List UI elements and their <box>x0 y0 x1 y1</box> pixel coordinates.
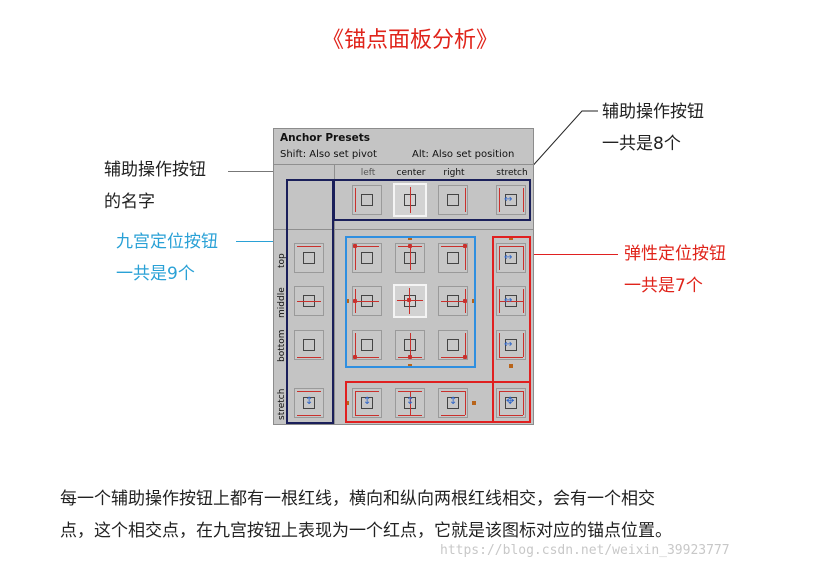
anchor-dot <box>463 244 467 248</box>
anchor-dot <box>353 355 357 359</box>
leader-stretch-buttons <box>530 254 618 255</box>
col-label-left: left <box>360 168 376 178</box>
stretch-buttons-line1: 弹性定位按钮 <box>624 244 726 264</box>
stretch-buttons-line2: 一共是7个 <box>624 276 703 296</box>
stretch-button-full[interactable]: ✥ <box>496 388 526 418</box>
grid-buttons-frame <box>345 236 476 368</box>
stretch-button-top[interactable]: ↔ <box>496 243 526 273</box>
grid-buttons-note: 九宫定位按钮 一共是9个 <box>116 226 218 290</box>
stretch-button-bottom[interactable]: ↔ <box>496 330 526 360</box>
aux-row-divider <box>274 229 533 230</box>
horizontal-arrow-icon: ↔ <box>504 252 513 263</box>
aux-button-bottom[interactable] <box>294 330 324 360</box>
aux-column-frame <box>286 179 334 424</box>
aux-column-divider <box>334 165 335 424</box>
aux-button-top[interactable] <box>294 243 324 273</box>
grid-button-middle-left[interactable] <box>352 286 382 316</box>
grid-button-bottom-center[interactable] <box>395 330 425 360</box>
horizontal-arrow-icon: ↔ <box>504 339 513 350</box>
anchor-dot <box>463 299 467 303</box>
anchor-dot <box>407 298 411 302</box>
aux-buttons-note: 辅助操作按钮 一共是8个 <box>602 96 704 160</box>
stretch-button-left[interactable]: ↕ <box>352 388 382 418</box>
horizontal-arrow-icon: ↔ <box>504 295 513 306</box>
aux-names-line2: 的名字 <box>104 192 155 212</box>
grid-button-top-center[interactable] <box>395 243 425 273</box>
horizontal-arrow-icon: ↔ <box>504 194 513 205</box>
rect-icon <box>303 397 315 409</box>
anchor-dot <box>353 299 357 303</box>
col-label-stretch: stretch <box>496 168 528 178</box>
aux-button-center[interactable] <box>393 183 427 217</box>
aux-button-stretch-h[interactable]: ↔ <box>496 185 526 215</box>
rect-icon <box>303 252 315 264</box>
stretch-button-middle[interactable]: ↔ <box>496 286 526 316</box>
col-label-right: right <box>443 168 465 178</box>
anchor-dot <box>408 355 412 359</box>
stretch-button-right[interactable]: ↕ <box>438 388 468 418</box>
grid-button-middle-right[interactable] <box>438 286 468 316</box>
grid-buttons-line1: 九宫定位按钮 <box>116 232 218 252</box>
aux-button-right[interactable] <box>438 185 468 215</box>
diagram-title: 《锚点面板分析》 <box>321 28 498 53</box>
grid-button-top-right[interactable] <box>438 243 468 273</box>
anchor-dot <box>353 244 357 248</box>
stretch-buttons-note: 弹性定位按钮 一共是7个 <box>624 238 726 302</box>
header-divider <box>274 164 533 165</box>
aux-row-frame <box>333 179 531 221</box>
vertical-arrow-icon: ↕ <box>449 396 458 407</box>
leader-aux-buttons <box>519 110 598 181</box>
aux-buttons-line2: 一共是8个 <box>602 134 681 154</box>
panel-header: Anchor Presets <box>280 132 370 144</box>
rect-icon <box>303 339 315 351</box>
stretch-button-center[interactable]: ↕ <box>395 388 425 418</box>
footer-line1: 每一个辅助操作按钮上都有一根红线，横向和纵向两根红线相交，会有一个相交 <box>60 489 655 509</box>
grid-button-bottom-left[interactable] <box>352 330 382 360</box>
anchor-dot <box>463 355 467 359</box>
aux-button-left[interactable] <box>352 185 382 215</box>
aux-button-middle[interactable] <box>294 286 324 316</box>
aux-names-note: 辅助操作按钮 的名字 <box>104 154 206 218</box>
aux-button-stretch-v[interactable]: ↕ <box>294 388 324 418</box>
rect-icon <box>361 194 373 206</box>
vertical-arrow-icon: ↕ <box>406 396 415 407</box>
grid-button-middle-center[interactable] <box>393 284 427 318</box>
vertical-arrow-icon: ↕ <box>363 396 372 407</box>
aux-names-line1: 辅助操作按钮 <box>104 160 206 180</box>
footer-note: 每一个辅助操作按钮上都有一根红线，横向和纵向两根红线相交，会有一个相交 点，这个… <box>60 483 672 547</box>
footer-line2: 点，这个相交点，在九宫按钮上表现为一个红点，它就是该图标对应的锚点位置。 <box>60 521 672 541</box>
watermark: https://blog.csdn.net/weixin_39923777 <box>440 543 730 558</box>
col-label-center: center <box>396 168 426 178</box>
grid-button-bottom-right[interactable] <box>438 330 468 360</box>
shift-hint: Shift: Also set pivot <box>280 149 377 160</box>
grid-button-top-left[interactable] <box>352 243 382 273</box>
grid-buttons-line2: 一共是9个 <box>116 264 195 284</box>
aux-buttons-line1: 辅助操作按钮 <box>602 102 704 122</box>
anchor-presets-panel <box>273 128 534 425</box>
rect-icon <box>505 194 517 206</box>
alt-hint: Alt: Also set position <box>412 149 515 160</box>
rect-icon <box>447 194 459 206</box>
vertical-arrow-icon: ↕ <box>305 396 314 407</box>
move-arrows-icon: ✥ <box>506 396 515 407</box>
anchor-dot <box>408 244 412 248</box>
stretch-row-frame <box>345 381 531 423</box>
